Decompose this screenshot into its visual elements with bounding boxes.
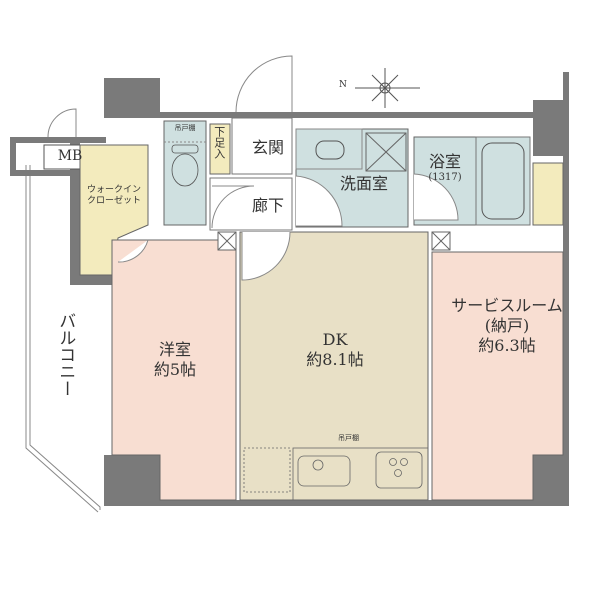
bathroom-label: 浴室 (1317)	[420, 152, 470, 185]
kitchen-sink-icon	[297, 455, 351, 487]
mb-label: MB	[57, 148, 83, 164]
walk-in-closet	[79, 144, 149, 276]
walls	[10, 72, 569, 506]
stove-icon	[375, 451, 423, 489]
service-room-label: サービスルーム (納戸) 約6.3帖	[432, 296, 582, 356]
dk-room	[239, 231, 429, 501]
hallway-label: 廊下	[252, 196, 285, 215]
shoe-box-label: 下足入	[212, 126, 226, 159]
walk-in-closet-line2: クローゼット	[86, 196, 141, 207]
entrance-label: 玄関	[252, 138, 285, 157]
dk-label: DK 約8.1帖	[280, 330, 390, 370]
compass-north-label: N	[339, 80, 347, 90]
service-room	[431, 251, 564, 501]
front-door-swing	[235, 55, 293, 113]
service-room-name: サービスルーム	[451, 296, 563, 315]
western-room-size: 約5帖	[153, 360, 197, 379]
kitchen-counter	[243, 447, 429, 501]
balcony-label: バルコニー	[55, 312, 76, 397]
washroom-label: 洗面室	[340, 174, 389, 193]
balcony-area	[25, 165, 101, 513]
hallway-floor	[209, 177, 293, 231]
walk-in-closet-line1: ウォークイン	[86, 185, 141, 195]
western-room-label: 洋室 約5帖	[125, 340, 225, 380]
sink-icon	[315, 140, 345, 160]
toilet-shelf-label: 吊戸棚	[174, 124, 196, 132]
bathroom-name: 浴室	[428, 152, 461, 171]
washer-space	[365, 132, 407, 172]
bathroom-size: (1317)	[428, 172, 462, 183]
walk-in-closet-label: ウォークイン クローゼット	[82, 185, 146, 208]
storage-closet	[532, 162, 564, 226]
western-room-name: 洋室	[158, 340, 191, 359]
service-room-size: 約6.3帖	[478, 336, 536, 355]
dk-name: DK	[322, 330, 348, 349]
toilet-room	[163, 120, 207, 226]
compass-icon	[355, 68, 420, 108]
toilet-icon	[171, 144, 199, 187]
bathtub-icon	[481, 142, 525, 220]
kitchen-shelf-label: 吊戸棚	[338, 434, 359, 442]
entrance-floor	[231, 117, 293, 175]
dk-size: 約8.1帖	[306, 350, 364, 369]
shoe-box	[209, 123, 231, 175]
service-room-sub: (納戸)	[484, 316, 530, 335]
